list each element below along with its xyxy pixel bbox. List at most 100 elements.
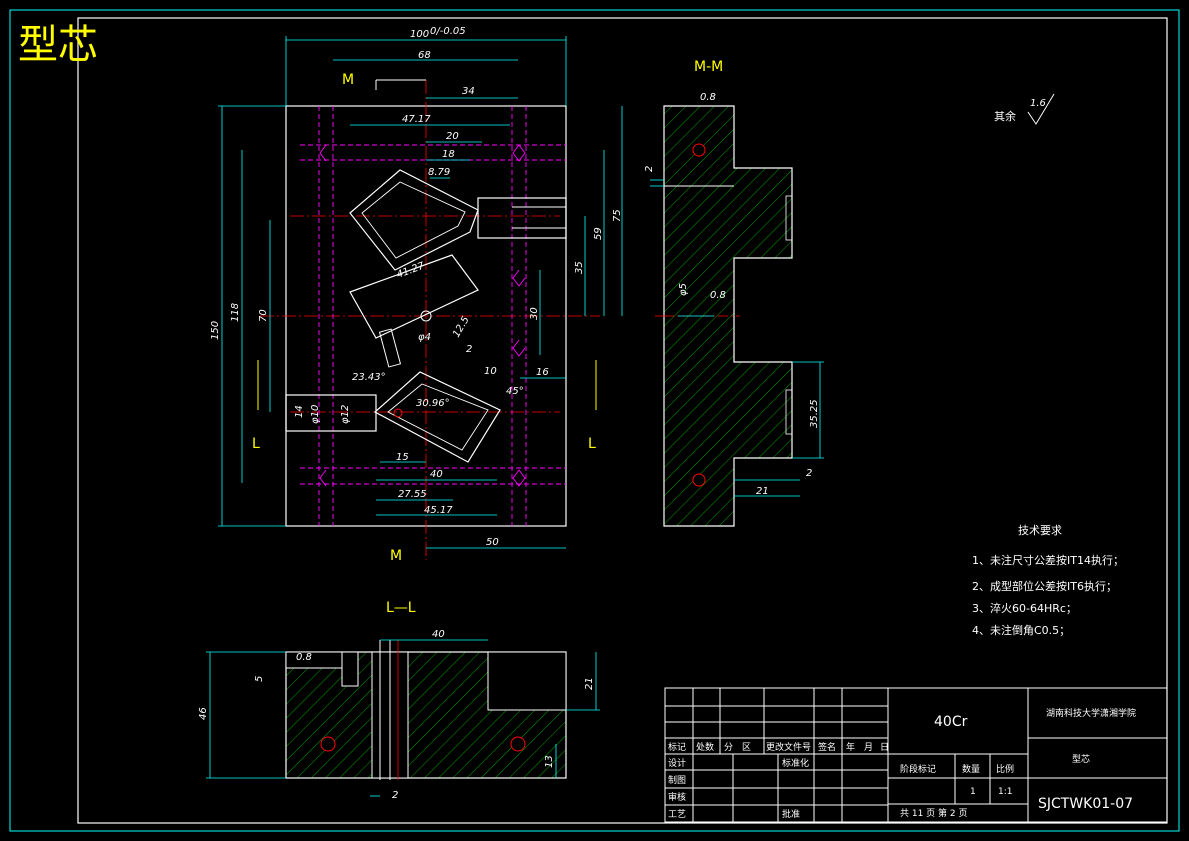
dim-4517: 45.17 xyxy=(424,505,453,516)
tb-header-2: 分 xyxy=(724,742,733,753)
ll-finish-08: 0.8 xyxy=(296,652,312,663)
ll-dim-21: 21 xyxy=(584,677,595,690)
tech-item-1: 1、未注尺寸公差按IT14执行； xyxy=(972,553,1124,567)
tb-header-4: 更改文件号 xyxy=(766,741,811,753)
tb-material: 40Cr xyxy=(934,714,968,730)
l-dimension-lines xyxy=(206,639,600,797)
corner-markers xyxy=(319,144,526,487)
tech-item-4: 4、未注倒角C0.5； xyxy=(972,623,1070,637)
tb-header-6: 年 xyxy=(846,741,855,753)
dim-100-tol: 0/-0.05 xyxy=(430,26,466,37)
tb-qty-label: 数量 xyxy=(962,763,980,775)
lower-slot xyxy=(285,394,377,432)
m-section-view xyxy=(655,105,793,527)
finish-symbol-icon xyxy=(1027,93,1055,125)
tb-scale-value: 1:1 xyxy=(998,787,1012,797)
tb-stage: 阶段标记 xyxy=(900,763,936,775)
finish-other-label: 其余 xyxy=(994,109,1016,123)
tb-header-1: 处数 xyxy=(696,741,714,753)
dim-118: 118 xyxy=(230,303,241,322)
dim-18: 18 xyxy=(442,149,455,160)
tb-header-5: 签名 xyxy=(818,741,836,753)
plan-view xyxy=(260,80,600,560)
dim-phi4: φ4 xyxy=(418,332,431,343)
tech-item-3: 3、淬火60-64HRc； xyxy=(972,601,1077,615)
lower-cavity xyxy=(373,371,501,463)
dim-40: 40 xyxy=(430,469,443,480)
upper-cavity-inner xyxy=(361,181,466,259)
tb-approve: 批准 xyxy=(782,808,800,820)
dim-10: 10 xyxy=(484,366,497,377)
dim-70: 70 xyxy=(258,309,269,322)
tb-header-7: 月 xyxy=(864,742,873,753)
tb-row-draw: 制图 xyxy=(668,774,686,786)
mm-dim-2: 2 xyxy=(644,166,655,172)
tb-header-3: 区 xyxy=(742,742,751,753)
dim-phi10: φ10 xyxy=(310,405,321,424)
tb-row-process: 工艺 xyxy=(668,809,686,820)
ll-dim-5: 5 xyxy=(254,676,265,682)
dim-35: 35 xyxy=(574,261,585,274)
dim-15: 15 xyxy=(396,452,409,463)
dim-2: 2 xyxy=(466,344,472,355)
ll-dim-2: 2 xyxy=(392,790,398,801)
tb-header-8: 日 xyxy=(880,742,889,753)
dim-50: 50 xyxy=(486,537,499,548)
dim-2755: 27.55 xyxy=(398,489,427,500)
dim-3096: 30.96° xyxy=(416,398,450,409)
dim-20: 20 xyxy=(446,131,459,142)
upper-slot xyxy=(477,197,567,239)
inner-border xyxy=(77,17,1168,824)
ll-dim-13: 13 xyxy=(544,755,555,768)
plan-dimension-lines xyxy=(218,36,623,549)
dim-150: 150 xyxy=(210,321,221,340)
mm-finish-08-a: 0.8 xyxy=(700,92,716,103)
dim-phi12: φ12 xyxy=(340,405,351,424)
dim-68: 68 xyxy=(418,50,431,61)
cut-label-l-left: L xyxy=(252,436,260,452)
tb-school: 湖南科技大学潇湘学院 xyxy=(1046,707,1136,719)
tb-part-name: 型芯 xyxy=(1072,753,1090,765)
finish-other-value: 1.6 xyxy=(1030,98,1046,109)
lower-cavity-inner xyxy=(387,383,489,451)
mm-dim-21: 21 xyxy=(756,486,769,497)
l-section-label: L—L xyxy=(386,600,416,616)
dim-125: 12.5 xyxy=(451,315,472,340)
dim-14: 14 xyxy=(294,405,305,418)
tb-scale-label: 比例 xyxy=(996,763,1014,775)
dim-75: 75 xyxy=(612,209,623,222)
dim-34: 34 xyxy=(462,86,475,97)
m-section-label: M-M xyxy=(694,59,723,75)
dim-16: 16 xyxy=(536,367,549,378)
ll-dim-40: 40 xyxy=(432,629,445,640)
mm-dim-phi5: φ5 xyxy=(678,283,689,296)
title-block xyxy=(664,687,1168,823)
dim-59: 59 xyxy=(593,227,604,240)
dim-4127: 41.27 xyxy=(395,260,426,280)
dim-879: 8.79 xyxy=(428,167,450,178)
mm-finish-08-b: 0.8 xyxy=(710,290,726,301)
cut-label-m-top: M xyxy=(342,72,354,88)
tb-std: 标准化 xyxy=(782,757,809,769)
tb-row-review: 审核 xyxy=(668,791,686,803)
dim-30: 30 xyxy=(529,307,540,320)
ll-dim-46: 46 xyxy=(198,707,209,720)
tech-requirements: 技术要求 1、未注尺寸公差按IT14执行； 2、成型部位公差按IT6执行； 3、… xyxy=(972,524,1124,637)
dim-47: 47.17 xyxy=(402,114,431,125)
tb-row-design: 设计 xyxy=(668,757,686,769)
tech-heading: 技术要求 xyxy=(1018,524,1062,537)
mm-dim-3525: 35.25 xyxy=(809,399,820,428)
m-dimension-lines xyxy=(650,179,824,497)
l-section-view xyxy=(285,640,567,780)
tb-qty-value: 1 xyxy=(970,787,976,797)
dim-100: 100 xyxy=(410,29,429,40)
mm-dim-2b: 2 xyxy=(806,468,812,479)
dim-45deg: 45° xyxy=(506,386,524,397)
upper-cavity xyxy=(349,169,479,271)
cut-label-m-bottom: M xyxy=(390,548,402,564)
tech-item-2: 2、成型部位公差按IT6执行； xyxy=(972,579,1117,593)
cut-label-l-right: L xyxy=(588,436,596,452)
tb-drawing-no: SJCTWK01-07 xyxy=(1038,796,1133,812)
middle-cavity xyxy=(349,254,479,339)
